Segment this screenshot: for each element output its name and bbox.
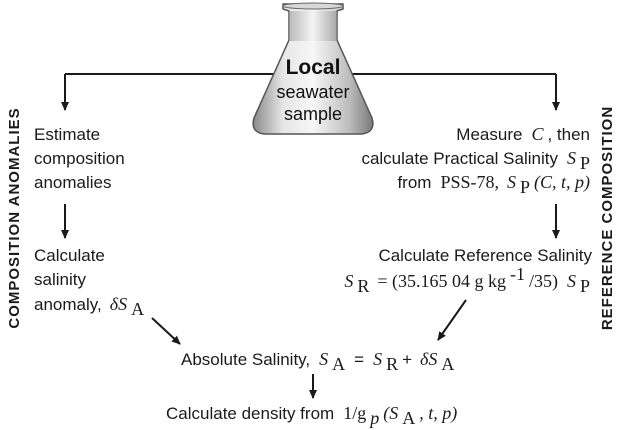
estimate-line-3: anomalies bbox=[34, 173, 112, 192]
flask-label-sample: sample bbox=[284, 104, 342, 124]
flask-label-seawater: seawater bbox=[276, 82, 349, 102]
reference-salinity-title: Calculate Reference Salinity bbox=[378, 246, 592, 265]
pss78-line: from PSS-78, S P (C, t, p) bbox=[397, 172, 590, 197]
absolute-salinity-line: Absolute Salinity, S A = S R + δS A bbox=[181, 349, 454, 374]
density-line: Calculate density from 1/g p (S A , t, p… bbox=[166, 403, 457, 428]
calc-anomaly-line-2: salinity bbox=[34, 270, 86, 289]
side-label-reference-composition: REFERENCE COMPOSITION bbox=[599, 106, 616, 330]
estimate-line-2: composition bbox=[34, 149, 125, 168]
measure-line: Measure C , then bbox=[456, 124, 590, 144]
flask-label-local: Local bbox=[286, 56, 341, 79]
estimate-line-1: Estimate bbox=[34, 125, 100, 144]
arrow-anomaly-to-absolute bbox=[152, 318, 180, 344]
calc-anomaly-line-3: anomaly, δS A bbox=[34, 294, 144, 319]
arrow-reference-to-absolute bbox=[438, 300, 466, 340]
side-label-composition-anomalies: COMPOSITION ANOMALIES bbox=[6, 107, 23, 328]
practical-salinity-line: calculate Practical Salinity S P bbox=[361, 148, 590, 173]
reference-salinity-formula: S R = (35.165 04 g kg -1 /35) S P bbox=[344, 264, 590, 296]
calc-anomaly-line-1: Calculate bbox=[34, 246, 105, 265]
